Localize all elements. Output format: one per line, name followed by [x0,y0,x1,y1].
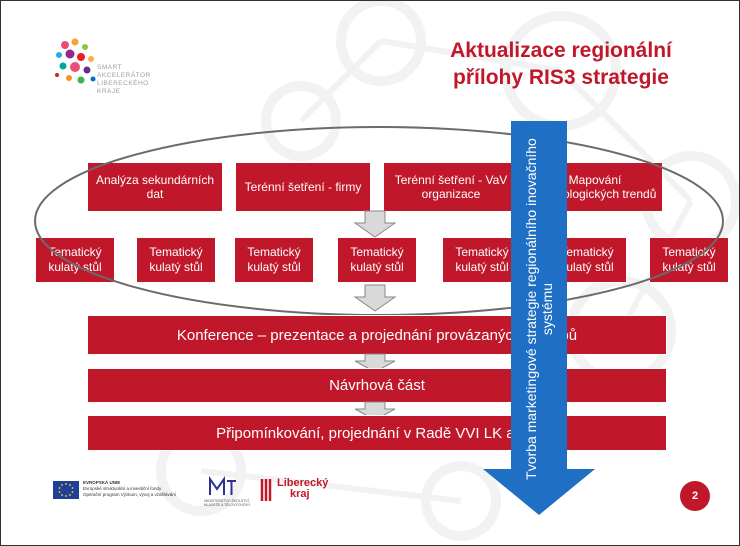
slide-title: Aktualizace regionální přílohy RIS3 stra… [401,37,721,91]
eu-flag-icon [53,481,79,499]
kraj-line-2: kraj [290,488,310,500]
msmt-text-line: MLÁDEŽE A TĚLOVÝCHOVY [203,503,251,507]
eu-text-line: Evropské strukturální a investiční fondy [83,486,162,491]
logo-line: LIBERECKÉHO [97,80,149,87]
eu-text: EVROPSKÁ UNIE Evropské strukturální a in… [83,480,193,498]
ellipse-outline [34,126,724,316]
down-arrow-icon [354,353,396,373]
liberecky-kraj-text: Liberecký kraj [277,478,328,500]
logo-line: SMART [97,64,123,71]
vertical-arrow-text: Tvorba marketingové strategie regionální… [523,137,555,480]
bar-pripominkovani: Připomínkování, projednání v Radě VVI LK… [87,415,667,451]
vertical-arrow-label: Tvorba marketingové strategie regionální… [511,131,567,486]
box-kulaty-stul-3: Tematický kulatý stůl [234,237,314,283]
liberecky-kraj-logo-icon [260,479,272,501]
title-line-1: Aktualizace regionální [450,39,672,62]
box-mapovani: Mapování technologických trendů [527,162,663,212]
logo-text: SMART AKCELERÁTOR LIBERECKÉHO KRAJE [97,64,151,96]
box-setreni-vav: Terénní šetření - VaV organizace [383,162,519,212]
eu-text-line: EVROPSKÁ UNIE [83,480,121,485]
page-number: 2 [680,481,710,511]
msmt-text-line: MINISTERSTVO ŠKOLSTVÍ, [204,499,250,503]
down-arrow-icon [354,401,396,421]
msmt-logo-icon [209,475,236,495]
smart-akcelerator-logo-icon [55,38,96,84]
msmt-text: MINISTERSTVO ŠKOLSTVÍ, MLÁDEŽE A TĚLOVÝC… [201,499,253,507]
logo-line: AKCELERÁTOR [97,72,151,79]
down-arrow-icon [353,210,397,238]
title-line-2: přílohy RIS3 strategie [453,66,669,89]
vertical-arrow-icon [483,121,595,515]
eu-text-line: Operační program Výzkum, vývoj a vzděláv… [83,492,177,497]
box-analyza: Analýza sekundárních dat [87,162,223,212]
kraj-line-1: Liberecký [277,477,329,489]
box-kulaty-stul-2: Tematický kulatý stůl [136,237,216,283]
down-arrow-icon [353,284,397,312]
logo-line: KRAJE [97,88,121,95]
box-setreni-firmy: Terénní šetření - firmy [235,162,371,212]
box-kulaty-stul-4: Tematický kulatý stůl [337,237,417,283]
box-kulaty-stul-5: Tematický kulatý stůl [442,237,522,283]
